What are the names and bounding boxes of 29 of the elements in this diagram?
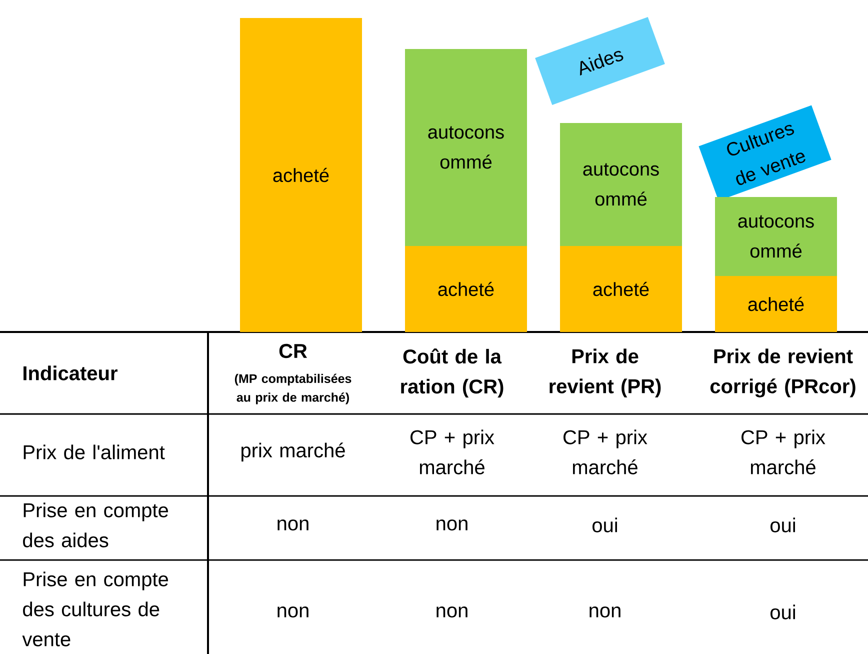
table-cell: CP + prix marché bbox=[742, 430, 826, 474]
bar-segment: autocons ommé bbox=[715, 197, 837, 276]
table-cell: CP + prix marché bbox=[410, 430, 494, 474]
column-header: Coût de la ration (CR) bbox=[401, 348, 504, 398]
row-header: Prise en compte des aides bbox=[23, 502, 168, 548]
label-box: Aides bbox=[535, 17, 665, 106]
column-header: Indicateur bbox=[24, 366, 118, 380]
table-cell: non bbox=[278, 606, 308, 618]
column-header: (MP comptabilisées au prix de marché) bbox=[234, 374, 352, 404]
bar-segment: autocons ommé bbox=[405, 49, 527, 246]
row-header: Prise en compte des cultures de vente bbox=[22, 572, 168, 646]
table-cell: oui bbox=[592, 518, 617, 532]
column-header: Prix de revient corrigé (PRcor) bbox=[710, 348, 856, 398]
label-box: Cultures de vente bbox=[698, 105, 832, 201]
column-header: Prix de revient (PR) bbox=[550, 348, 661, 398]
bar-segment: autocons ommé bbox=[560, 123, 682, 246]
bar-segment: acheté bbox=[405, 246, 527, 332]
table-cell: non bbox=[436, 520, 468, 530]
table-cell: non bbox=[590, 606, 620, 618]
table-cell: prix marché bbox=[242, 442, 345, 462]
bar-segment: acheté bbox=[715, 276, 837, 332]
table-cell: oui bbox=[770, 604, 795, 620]
bar-segment: acheté bbox=[240, 18, 362, 332]
bar-segment: acheté bbox=[560, 246, 682, 332]
table-cell: non bbox=[436, 606, 468, 618]
table-cell: non bbox=[278, 520, 308, 530]
table-cell: oui bbox=[770, 518, 795, 532]
row-header: Prix de l'aliment bbox=[24, 444, 165, 460]
table-cell: CP + prix marché bbox=[564, 430, 648, 474]
